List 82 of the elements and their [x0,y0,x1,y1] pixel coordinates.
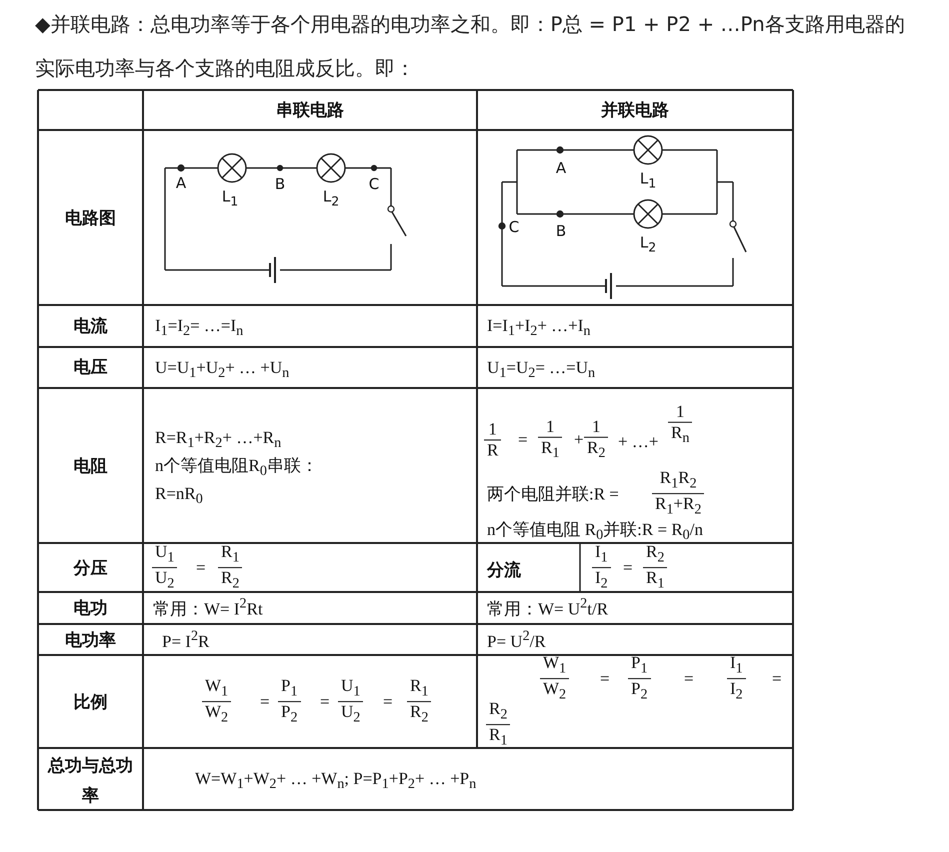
formula: 两个电阻并联:R = [487,484,619,506]
row-header: 分流 [487,560,521,582]
point-label: A [176,174,186,192]
fraction-numerator: U$_{1}$ [338,676,364,702]
row-header: 比例 [74,692,108,714]
equals-sign: = [320,692,330,712]
fraction-denominator: I$_{2}$ [594,568,609,594]
fraction-numerator: P$_{1}$ [628,653,651,680]
equals-sign: = [518,430,528,450]
formula: 常用：W= U$^{2}$t/R [487,596,608,620]
row-header: 电流 [74,316,108,338]
fraction-denominator: R$_{2}$ [409,702,430,728]
formula: + …+ [618,432,658,452]
equals-sign: = [260,692,270,712]
column-header: 串联电路 [276,100,344,122]
point-label: A [556,159,566,177]
fraction-numerator: W$_{1}$ [540,653,570,680]
fraction-numerator: I$_{1}$ [727,653,746,680]
fraction-numerator: U$_{1}$ [152,542,178,568]
fraction-numerator: R$_{2}$ [486,699,510,726]
equals-sign: = [772,669,782,689]
row-header: 总功与总功率 [46,755,134,808]
fraction-numerator: I$_{1}$ [592,542,611,568]
row-header: 电阻 [74,456,108,478]
equals-sign: = [623,558,633,578]
fraction-numerator: 1 [584,416,608,438]
fraction-denominator: R$_{1}$ [488,726,508,751]
formula: U$_{1}$=U$_{2}$= …=U$_{n}$ [487,358,596,382]
fraction-numerator: R$_{1}$ [407,676,432,702]
fraction-numerator: 1 [484,420,502,440]
fraction-denominator: R$_{1}$ [540,438,560,464]
row-header: 电路图 [65,208,116,230]
formula: R=nR$_{0}$ [155,484,203,508]
column-header: 并联电路 [601,100,669,122]
fraction-numerator: R$_{1}$R$_{2}$ [652,468,704,494]
formula: n个等值电阻 R$_{0}$并联:R = R$_{0}$/n [487,518,703,544]
formula: 常用：W= I$^{2}$Rt [153,596,263,620]
formula: P= I$^{2}$R [162,628,210,652]
lamp-label: L$_{1}$ [640,170,656,190]
point-label: B [556,222,566,240]
lamp-label: L$_{2}$ [640,234,656,254]
fraction-numerator: R$_{2}$ [643,542,668,568]
lamp-label: L$_{2}$ [322,188,340,208]
equals-sign: = [600,669,610,689]
formula: I$_{1}$=I$_{2}$= …=I$_{n}$ [155,316,244,340]
point-label: C [508,218,520,236]
formula: I=I$_{1}$+I$_{2}$+ …+I$_{n}$ [487,316,590,340]
equals-sign: = [196,558,206,578]
fraction-denominator: R$_{1}$ [645,568,666,594]
fraction-denominator: P$_{2}$ [630,680,649,705]
fraction-denominator: P$_{2}$ [280,702,299,728]
point-label: C [368,175,380,193]
fraction-denominator: U$_{2}$ [154,568,176,594]
fraction-denominator: I$_{2}$ [729,680,744,705]
point-label: B [274,175,286,193]
fraction-numerator: 1 [538,416,562,438]
formula: R=R$_{1}$+R$_{2}$+ …+R$_{n}$ [155,428,282,452]
plus-sign: + [574,430,584,450]
row-header: 电功 [74,598,108,620]
formula: W=W$_{1}$+W$_{2}$+ … +W$_{n}$; P=P$_{1}$+P$_{2}$+ … +P$_{n}$ [195,768,476,794]
formula: n个等值电阻R$_{0}$串联： [155,454,318,480]
fraction-denominator: W$_{2}$ [204,702,230,728]
fraction-numerator: P$_{1}$ [278,676,301,702]
fraction-denominator: R [486,440,500,460]
fraction-denominator: R$_{2}$ [586,438,606,464]
fraction-numerator: W$_{1}$ [202,676,232,702]
paragraph: ◆并联电路：总电功率等于各个用电器的电功率之和。即：P总 = P1 + P2 + …Pn各支路用电器的实际电功率与各个支路的电阻成反比。即： [35,11,906,82]
fraction-denominator: U$_{2}$ [340,702,362,728]
row-header: 电压 [74,356,108,378]
fraction-numerator: 1 [668,402,692,423]
formula: P= U$^{2}$/R [487,628,546,652]
equals-sign: = [383,692,393,712]
fraction-denominator: R$_{2}$ [220,568,240,594]
formula: U=U$_{1}$+U$_{2}$+ … +U$_{n}$ [155,358,290,382]
lamp-label: L$_{1}$ [222,188,238,208]
equals-sign: = [684,669,694,689]
row-header: 电功率 [65,630,116,652]
fraction-denominator: R$_{1}$+R$_{2}$ [654,494,702,520]
row-header: 分压 [74,558,108,580]
fraction-numerator: R$_{1}$ [218,542,242,568]
fraction-denominator: W$_{2}$ [542,680,568,705]
fraction-denominator: R$_{n}$ [670,422,690,448]
